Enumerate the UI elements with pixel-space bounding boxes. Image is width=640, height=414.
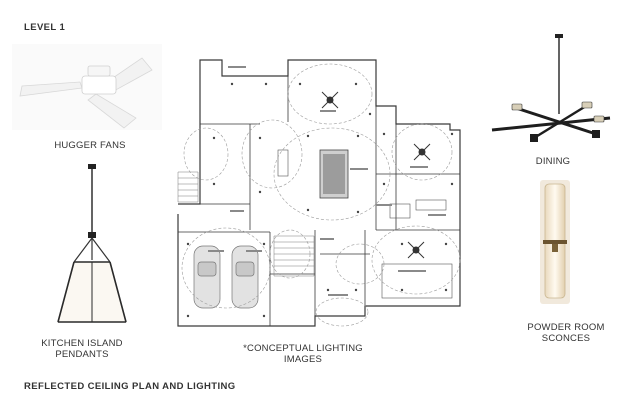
garage-cars	[193, 245, 259, 309]
dining-table	[277, 149, 289, 177]
ceiling-fan-symbols	[321, 91, 431, 259]
powder-sconces-label-line2: SCONCES	[541, 333, 591, 344]
kitchen-pendants-label-line1: KITCHEN ISLAND	[41, 338, 123, 349]
kitchen-pendant-image	[57, 164, 127, 323]
reflected-ceiling-floor-plan	[177, 59, 461, 327]
conceptual-note-line1: *CONCEPTUAL LIGHTING	[243, 343, 363, 354]
page-footer-title: REFLECTED CEILING PLAN AND LIGHTING	[24, 381, 236, 392]
recessed-light-dots	[186, 82, 454, 318]
kitchen-pendants-label-line2: PENDANTS	[55, 349, 109, 360]
hugger-fan-image	[12, 44, 162, 130]
dining-label: DINING	[535, 156, 571, 167]
conceptual-note: *CONCEPTUAL LIGHTING IMAGES	[228, 343, 378, 365]
conceptual-note-line2: IMAGES	[283, 354, 323, 365]
dining-chandelier-image	[491, 34, 611, 142]
level-title: LEVEL 1	[24, 22, 66, 33]
hugger-fans-label: HUGGER FANS	[54, 140, 126, 151]
kitchen-pendants-label: KITCHEN ISLAND PENDANTS	[22, 338, 142, 360]
powder-sconces-label: POWDER ROOM SCONCES	[506, 322, 626, 344]
powder-sconce-image	[540, 180, 570, 304]
powder-sconces-label-line1: POWDER ROOM	[527, 322, 605, 333]
